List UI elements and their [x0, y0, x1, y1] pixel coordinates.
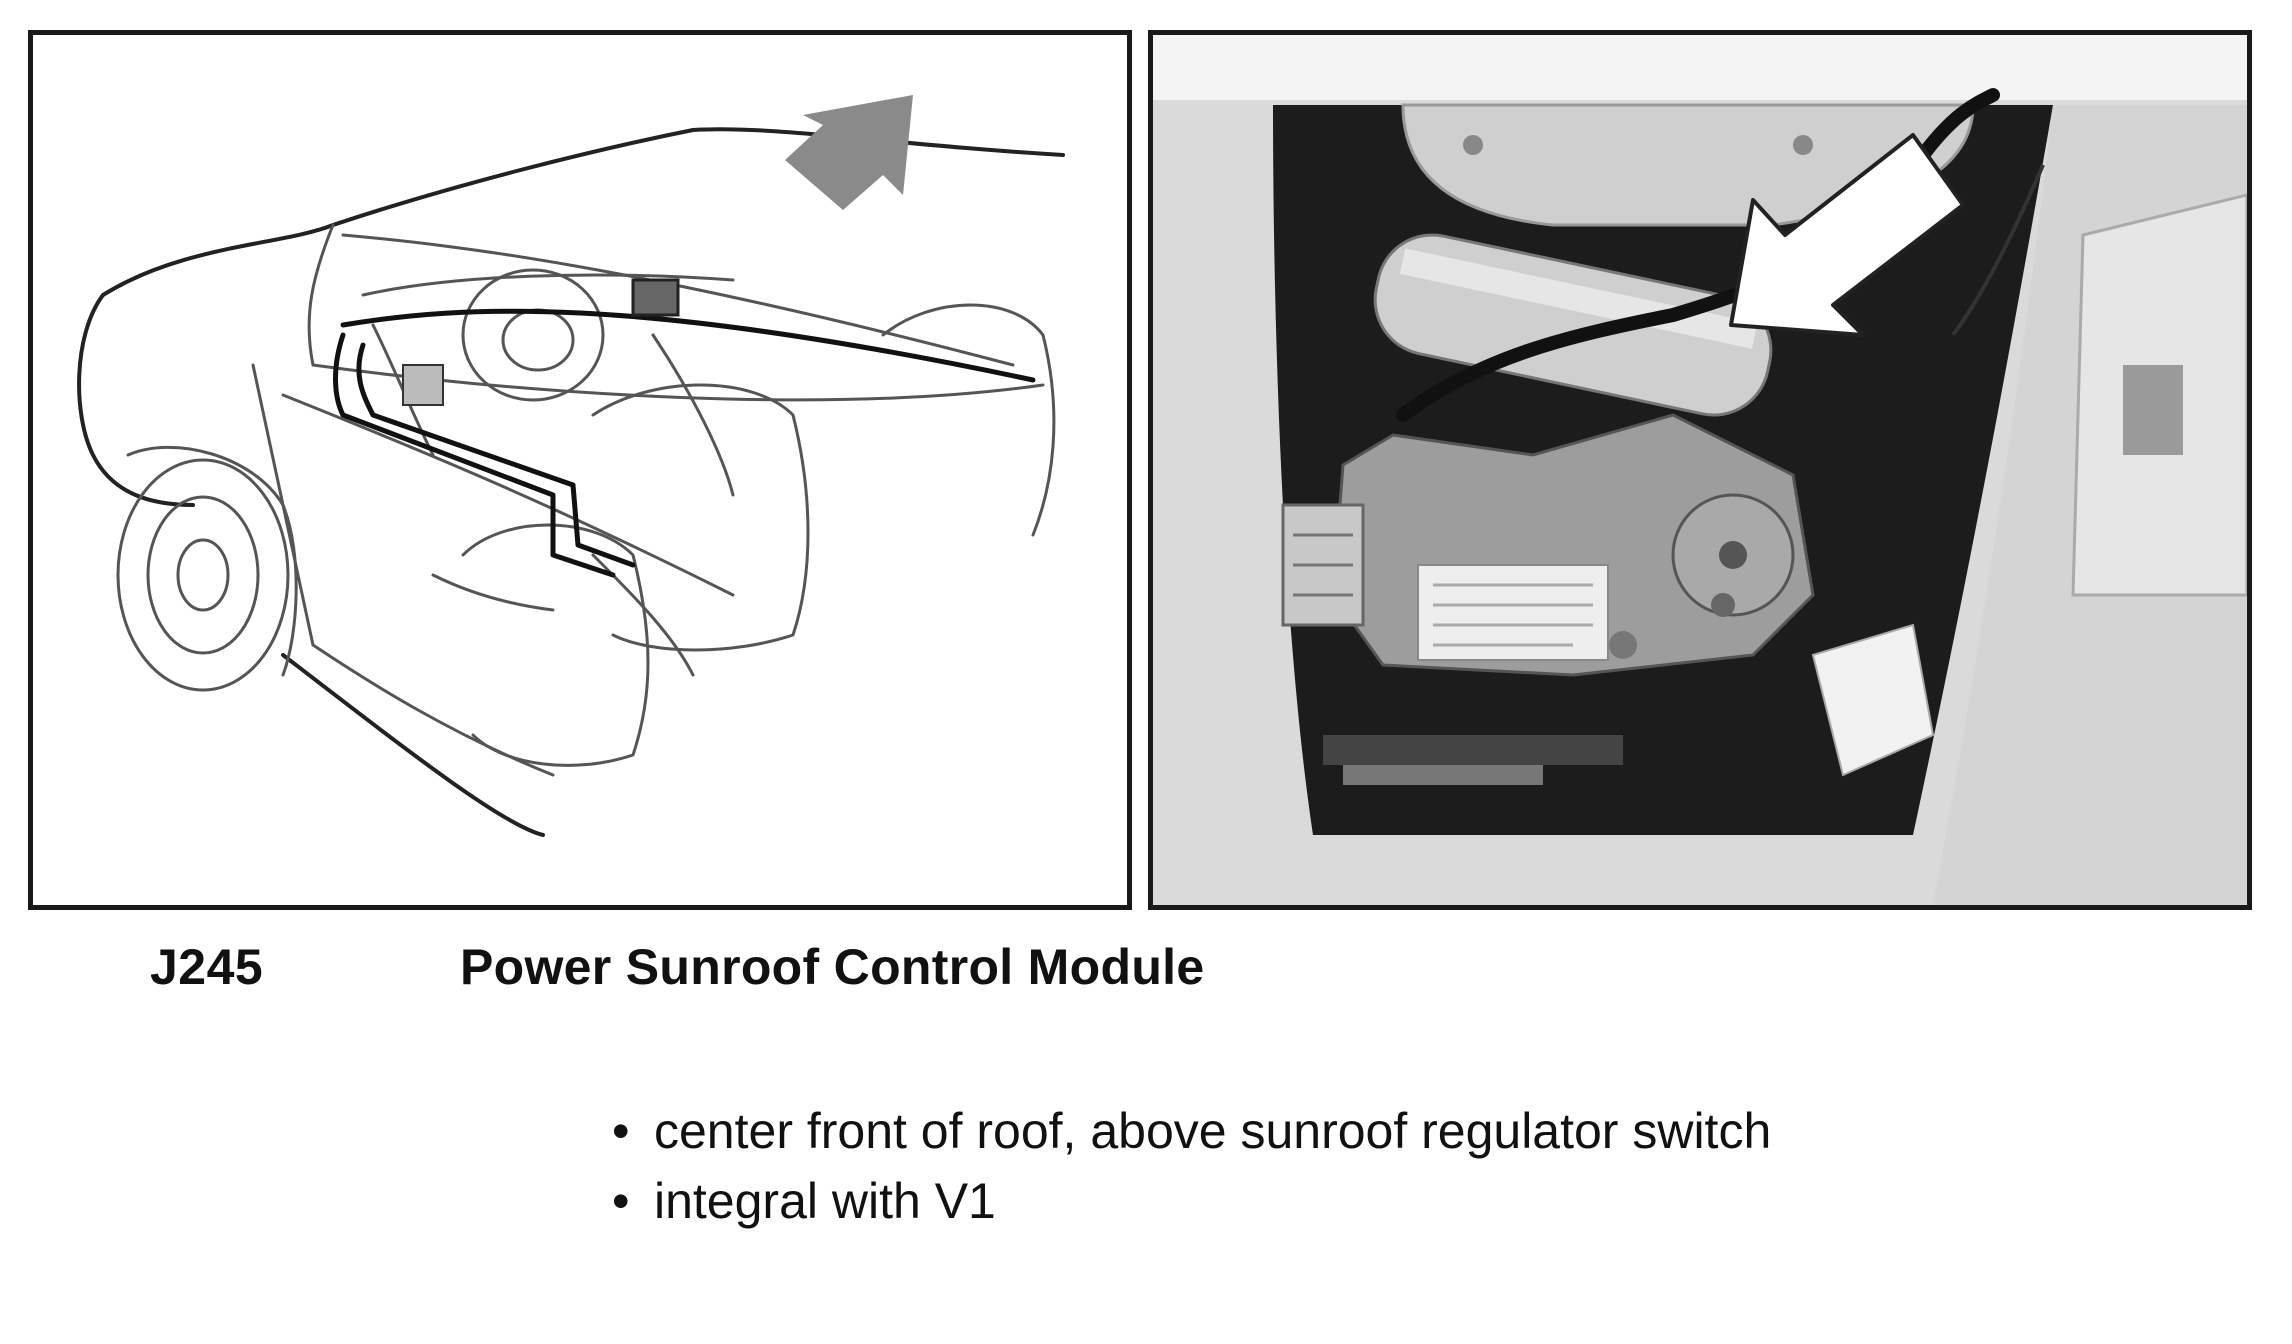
note-text: integral with V1	[654, 1173, 996, 1229]
component-code: J245	[150, 939, 264, 995]
bullet: •	[612, 1103, 630, 1159]
bullet: •	[612, 1173, 630, 1229]
location-arrow-icon	[785, 95, 913, 210]
location-notes: • center front of roof, above sunroof re…	[612, 1096, 1912, 1236]
component-name: Power Sunroof Control Module	[460, 939, 1205, 995]
list-item: • integral with V1	[612, 1166, 1912, 1236]
module-photo	[1148, 30, 2252, 910]
sunroof-module-photo-icon	[1153, 35, 2247, 905]
car-location-illustration	[28, 30, 1132, 910]
note-text: center front of roof, above sunroof regu…	[654, 1103, 1772, 1159]
pointer-arrow-icon	[1729, 133, 1965, 337]
caption-row: J245 Power Sunroof Control Module	[0, 938, 2292, 998]
car-interior-line-drawing-icon	[77, 95, 1065, 837]
list-item: • center front of roof, above sunroof re…	[612, 1096, 1912, 1166]
